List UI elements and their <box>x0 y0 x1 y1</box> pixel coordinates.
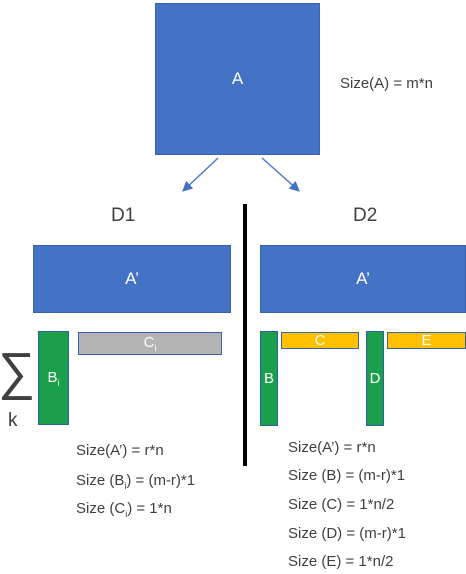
d2-size-e: Size (E) = 1*n/2 <box>288 553 394 570</box>
d1-a-prime-box: A’ <box>33 245 231 313</box>
size-a-text: Size(A) = m*n <box>340 75 433 92</box>
d2-c-label: C <box>314 332 326 349</box>
d1-c-label: Ci <box>143 334 157 353</box>
d1-title: D1 <box>111 205 136 226</box>
matrix-a-label: A <box>231 69 244 88</box>
d2-size-a-prime: Size(A’) = r*n <box>288 439 376 456</box>
d2-b-label: B <box>263 370 274 387</box>
d2-a-prime-label: A’ <box>356 269 370 288</box>
d2-title: D2 <box>353 205 378 226</box>
d2-d-box: D <box>366 331 384 426</box>
d2-size-b: Size (B) = (m-r)*1 <box>288 467 406 484</box>
d2-size-d: Size (D) = (m-r)*1 <box>288 525 406 542</box>
d1-size-a-prime: Size(A’) = r*n <box>76 442 164 459</box>
d1-b-box: Bi <box>38 331 69 425</box>
d1-size-b: Size (Bi) = (m-r)*1 <box>76 472 196 491</box>
sigma-symbol: ∑ <box>0 343 36 401</box>
d2-e-box: E <box>387 332 466 349</box>
d2-d-label: D <box>369 370 381 387</box>
d2-a-prime-box: A’ <box>260 245 466 313</box>
arrow-to-d1 <box>182 157 219 192</box>
d1-b-label: Bi <box>47 368 60 388</box>
d2-size-c: Size (C) = 1*n/2 <box>288 496 395 513</box>
d2-e-label: E <box>421 332 432 349</box>
d1-size-c: Size (Ci) = 1*n <box>76 500 172 519</box>
d2-b-box: B <box>260 331 278 426</box>
d1-c-box: Ci <box>78 332 222 355</box>
sigma-index: k <box>8 410 18 431</box>
d1-a-prime-label: A’ <box>125 269 139 288</box>
d2-c-box: C <box>281 332 359 349</box>
arrow-to-d2 <box>261 157 300 192</box>
matrix-a-box: A <box>155 3 320 155</box>
